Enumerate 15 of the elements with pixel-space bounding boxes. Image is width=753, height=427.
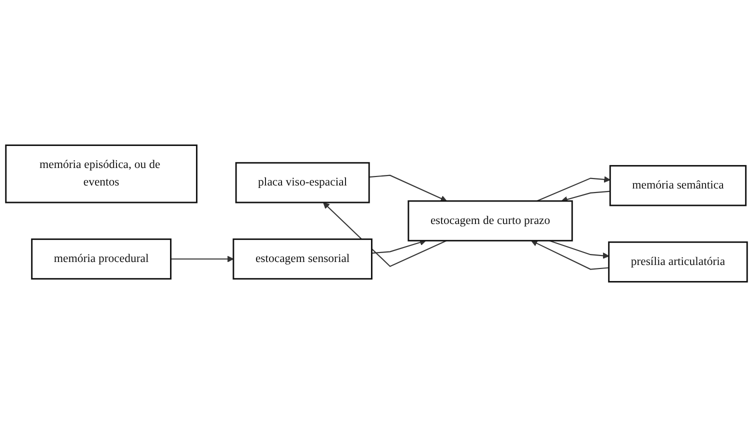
node-box: estocagem sensorial <box>232 238 372 280</box>
arrow <box>323 202 447 267</box>
arrow <box>170 256 234 262</box>
node-box: presília articulatória <box>608 241 748 282</box>
node-box: estocagem de curto prazo <box>408 200 573 242</box>
node-box: memória episódica, ou de eventos <box>5 144 198 204</box>
node-box: memória procedural <box>31 238 172 280</box>
arrow <box>372 239 426 254</box>
arrow <box>561 190 610 203</box>
arrow <box>548 240 610 259</box>
arrow <box>369 174 447 202</box>
node-box: placa viso-espacial <box>235 162 370 204</box>
arrow <box>530 240 609 270</box>
node-box: memória semântica <box>609 165 747 206</box>
arrow <box>536 176 610 202</box>
